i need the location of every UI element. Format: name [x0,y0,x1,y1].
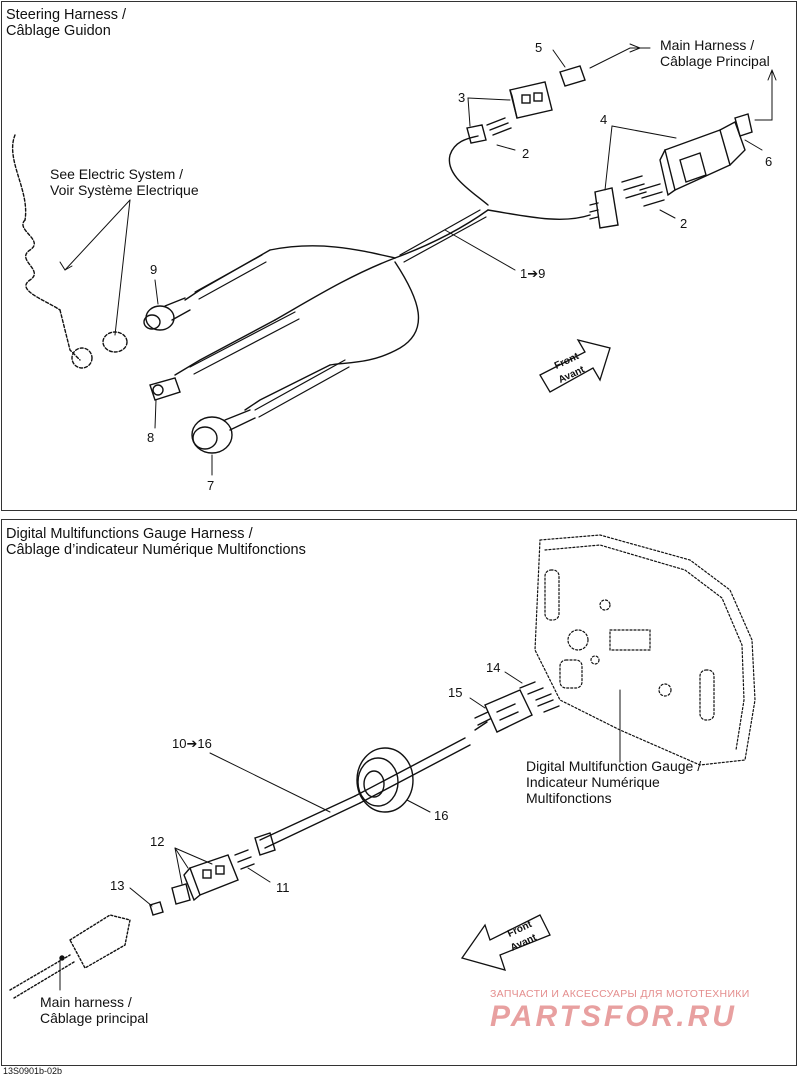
electric-label-line2: Voir Système Electrique [50,182,199,198]
gauge-harness-panel [1,519,797,1066]
main-harness-bottom-line2: Câblage principal [40,1010,149,1026]
callout-15: 15 [448,685,463,700]
leader-lines-bottom [59,671,621,991]
grommet-16 [356,747,414,813]
callout-9: 9 [150,262,158,277]
main-harness-label-line1: Main Harness / [660,37,755,53]
leader-lines-top [59,43,777,476]
callout-7: 7 [207,478,215,493]
gauge-label-line3: Multifonctions [526,790,612,806]
main-harness-plug [9,914,131,999]
tether-cord [11,134,128,369]
steering-title-line2: Câblage Guidon [6,23,111,39]
seal-13 [149,901,164,916]
steering-harness-wires [174,135,591,411]
callout-6: 6 [765,154,773,169]
seal-5 [559,65,586,87]
callout-4: 4 [600,112,608,127]
callout-11: 11 [276,880,290,895]
callout-10to16: 10➔16 [172,736,212,751]
sensor-7 [191,409,256,454]
figure-code: 13S0901b-02b [3,1066,63,1076]
callout-14: 14 [486,660,501,675]
callout-16: 16 [434,808,449,823]
callout-2b: 2 [680,216,688,231]
pins-2a [486,117,512,136]
gauge-label-line1: Digital Multifunction Gauge / [526,758,702,774]
electric-label-line1: See Electric System / [50,166,184,182]
gauge-title-line2: Câblage d’indicateur Numérique Multifonc… [6,542,306,558]
connector-end-left [589,187,619,229]
gauge-harness-wire [259,721,488,849]
connector-12 [171,832,276,905]
main-harness-bottom-line1: Main harness / [40,994,132,1010]
front-arrow-top [539,338,611,393]
callout-8: 8 [147,430,155,445]
connector-15 [474,689,533,733]
callout-5: 5 [535,40,543,55]
callout-13: 13 [110,878,125,893]
front-arrow-bottom [460,914,551,971]
callout-3: 3 [458,90,466,105]
pins-11 [234,849,255,870]
callout-2a: 2 [522,146,530,161]
watermark-logo: PARTSFOR.RU [490,1000,737,1033]
terminals-14 [519,681,560,713]
ring-terminal-8 [149,377,181,401]
connector-4 [659,121,746,197]
callout-1to9: 1➔9 [520,266,546,281]
callout-12: 12 [150,834,165,849]
gauge-housing [534,534,756,766]
pins-2b [621,175,665,207]
connector-3 [466,81,553,144]
main-harness-label-line2: Câblage Principal [660,53,770,69]
harness-sleeves [189,209,487,418]
switch-9 [143,297,191,331]
gauge-label-line2: Indicateur Numérique [526,774,660,790]
gauge-title-line1: Digital Multifunctions Gauge Harness / [6,526,253,542]
steering-title-line1: Steering Harness / [6,7,127,23]
seal-6 [734,113,753,137]
watermark-tagline: ЗАПЧАСТИ И АКСЕССУАРЫ ДЛЯ МОТОТЕХНИКИ [490,988,750,1000]
